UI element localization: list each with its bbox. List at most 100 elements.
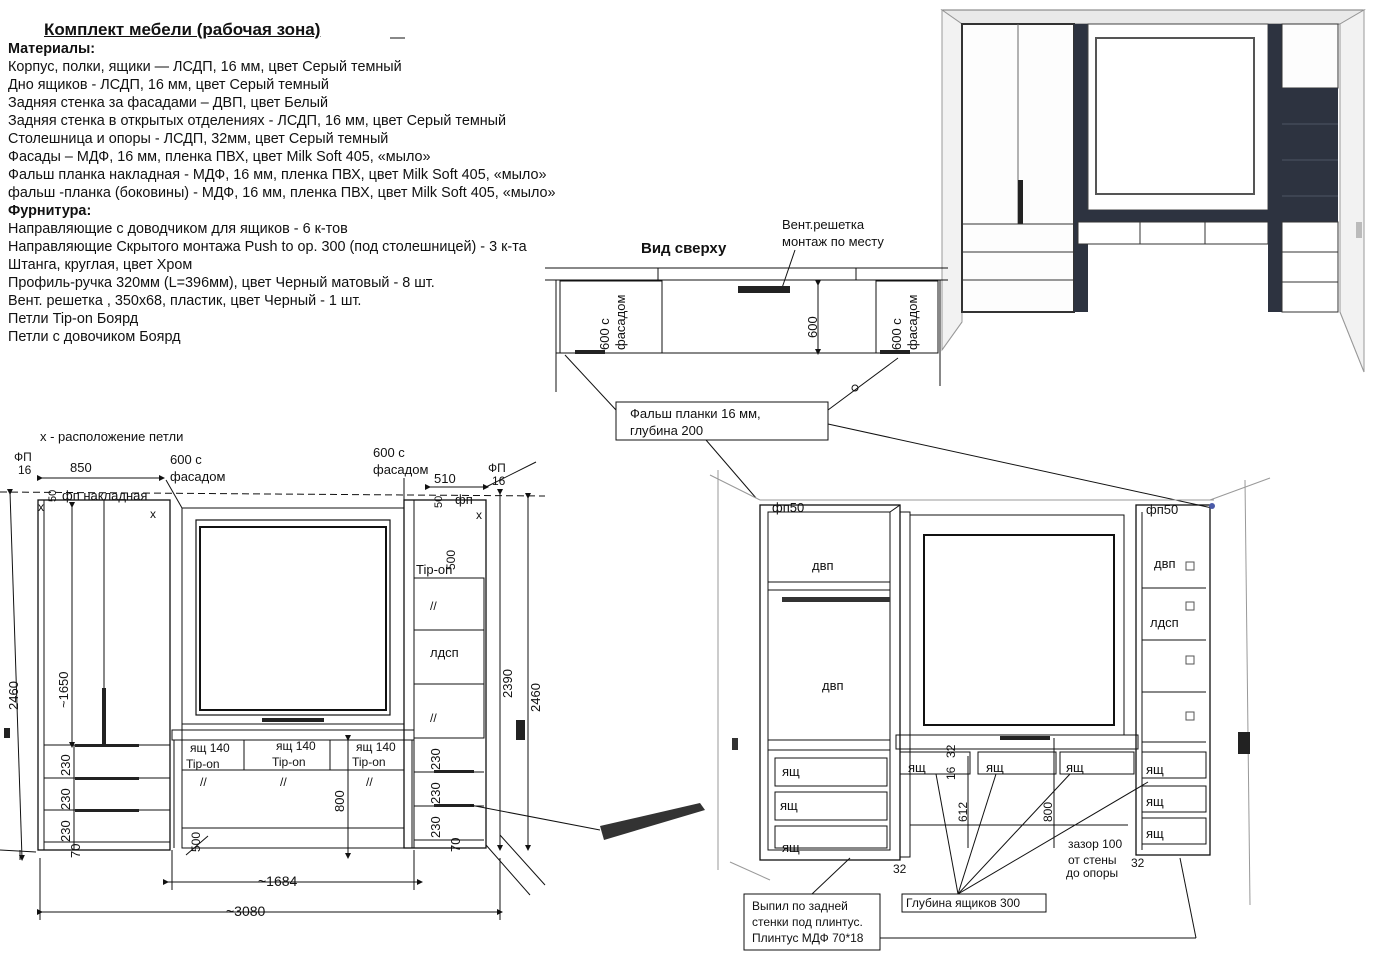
material-line: Дно ящиков - ЛСДП, 16 мм, цвет Серый тем… [8, 77, 329, 93]
hardware-line: Профиль-ручка 320мм (L=396мм), цвет Черн… [8, 275, 435, 291]
dim-50-right: 50 [433, 496, 445, 508]
specification-list: Материалы: Корпус, полки, ящики — ЛСДП, … [8, 40, 628, 346]
hardware-line: Штанга, круглая, цвет Хром [8, 257, 193, 273]
dim-500: 500 [189, 832, 203, 852]
material-line: Столешница и опоры - ЛСДП, 32мм, цвет Се… [8, 131, 389, 147]
gap-callout-line2: от стены [1068, 853, 1117, 867]
height-2460-left: 2460 [6, 681, 21, 710]
dim-230: 230 [428, 782, 443, 804]
height-1650: ~1650 [56, 671, 71, 708]
drawer-label: ящ [1066, 760, 1084, 775]
top-right-depth: 600 с [889, 318, 904, 350]
drawer-label: ящ [986, 760, 1004, 775]
dim-16: 16 [944, 766, 958, 780]
tip-on-top: Tip-on [416, 562, 452, 577]
material-line: Фасады – МДФ, 16 мм, пленка ПВХ, цвет Mi… [8, 149, 431, 165]
materials-header: Материалы: [8, 41, 96, 57]
dvp-label-right: двп [1154, 556, 1176, 571]
fp-overlay-label: фп накладная [62, 488, 147, 503]
cutout-callout-line1: Выпил по задней [752, 899, 848, 913]
drawer-label: ящ [1146, 794, 1164, 809]
drawer-label: ящ [780, 798, 798, 813]
hardware-header: Фурнитура: [8, 203, 92, 219]
slash-mark: // [430, 599, 437, 613]
fp50-left: фп50 [772, 500, 804, 515]
dim-230: 230 [58, 754, 73, 776]
perspective-view: фп50 двп двп ящ ящ ящ ящ ящ ящ 32 16 612… [709, 470, 1271, 906]
fp-left-label: ФП [14, 450, 32, 464]
drawer-140: ящ 140 [356, 740, 396, 754]
fp-left-16: 16 [18, 463, 32, 477]
width-3080: ~3080 [226, 903, 266, 919]
tip-on-label: Tip-on [272, 755, 306, 769]
dim-50-left: 50 [47, 490, 59, 502]
material-line: Корпус, полки, ящики — ЛСДП, 16 мм, цвет… [8, 59, 402, 75]
false-panels-callout-line1: Фальш планки 16 мм, [630, 406, 761, 421]
dvp-label-main: двп [822, 678, 844, 693]
height-2390: 2390 [500, 669, 515, 698]
hardware-line: Петли с довочиком Боярд [8, 329, 181, 345]
hardware-line: Направляющие с доводчиком для ящиков - 6… [8, 221, 348, 237]
false-panels-callout-line2: глубина 200 [630, 423, 703, 438]
dim-500-right: 500 [444, 550, 458, 570]
dim-800-perspective: 800 [1041, 802, 1055, 822]
hardware-line: Вент. решетка , 350х68, пластик, цвет Че… [8, 293, 362, 309]
dim-32-right: 32 [1131, 856, 1145, 870]
front-elevation: х - расположение петли ФП 16 850 фп накл… [0, 429, 705, 920]
hardware-line: Петли Tip-on Боярд [8, 311, 139, 327]
drawer-label: ящ [782, 764, 800, 779]
top-view: Вид сверху Вент.решетка монтаж по месту … [545, 217, 948, 392]
page-title: Комплект мебели (рабочая зона) [44, 20, 321, 39]
dim-230: 230 [428, 816, 443, 838]
hinge-mark: х [150, 507, 156, 521]
hinge-legend: х - расположение петли [40, 429, 183, 444]
dim-230: 230 [428, 748, 443, 770]
top-left-depth-2: фасадом [613, 295, 628, 350]
cutout-callout-line3: Плинтус МДФ 70*18 [752, 931, 864, 945]
vent-label-line1: Вент.решетка [782, 217, 865, 232]
width-510: 510 [434, 471, 456, 486]
dim-230: 230 [58, 788, 73, 810]
tip-on-label: Tip-on [352, 755, 386, 769]
vent-label-line2: монтаж по месту [782, 234, 884, 249]
drawer-label: ящ [782, 840, 800, 855]
dim-800: 800 [332, 790, 347, 812]
drawer-label: ящ [1146, 762, 1164, 777]
hinge-mark: х [476, 508, 482, 522]
dim-612: 612 [956, 802, 970, 822]
dim-230: 230 [58, 820, 73, 842]
drawer-140: ящ 140 [190, 741, 230, 755]
gap-callout-line3: до опоры [1066, 866, 1118, 880]
slash-mark: // [200, 775, 207, 789]
tip-on-label: Tip-on [186, 757, 220, 771]
material-line: Фальш планка накладная - МДФ, 16 мм, пле… [8, 167, 547, 183]
top-view-title: Вид сверху [641, 240, 727, 257]
dvp-label-top: двп [812, 558, 834, 573]
top-left-depth: 600 с [597, 318, 612, 350]
ldsp-label: лдсп [430, 645, 459, 660]
render-3d [940, 9, 1366, 373]
dim-70: 70 [68, 844, 83, 858]
drawer-depth-callout: Глубина ящиков 300 [906, 896, 1020, 910]
hardware-line: Направляющие Скрытого монтажа Push to op… [8, 239, 527, 255]
drawer-label: ящ [908, 760, 926, 775]
cutout-callout-line2: стенки под плинтус. [752, 915, 863, 929]
top-center-depth: 600 [805, 316, 820, 338]
depth-600-label-2: фасадом [170, 469, 225, 484]
top-right-depth-2: фасадом [905, 295, 920, 350]
depth-600-right: 600 с [373, 445, 405, 460]
slash-mark: // [430, 711, 437, 725]
material-line: Задняя стенка в открытых отделениях - ЛС… [8, 113, 507, 129]
depth-600-right-2: фасадом [373, 462, 428, 477]
material-line: фальш -планка (боковины) - МДФ, 16 мм, п… [8, 185, 556, 201]
drawer-140: ящ 140 [276, 739, 316, 753]
material-line: Задняя стенка за фасадами – ДВП, цвет Бе… [8, 95, 329, 111]
fp50-right: фп50 [1146, 502, 1178, 517]
fp-right-label: ФП [488, 461, 506, 475]
width-850: 850 [70, 460, 92, 475]
dim-32: 32 [944, 744, 958, 758]
height-2460-right: 2460 [528, 683, 543, 712]
ldsp-label-right: лдсп [1150, 615, 1179, 630]
slash-mark: // [280, 775, 287, 789]
